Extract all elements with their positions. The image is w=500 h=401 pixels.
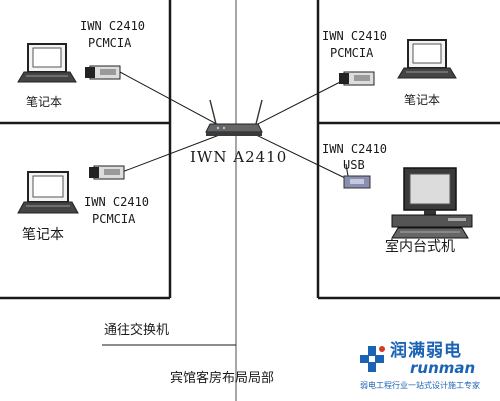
- top-right-model: IWN C2410: [322, 29, 388, 43]
- bottom-left-device-label: 笔记本: [22, 227, 64, 243]
- footer-caption: 宾馆客房布局局部: [170, 371, 275, 386]
- bottom-right-device-label: 室内台式机: [385, 239, 455, 255]
- usb-adapter-icon: [343, 163, 371, 189]
- wireless-links: [119, 71, 349, 179]
- top-left-interface: PCMCIA: [88, 36, 132, 50]
- pcmcia-card-icon-top-left: [85, 65, 121, 80]
- top-right-interface: PCMCIA: [330, 46, 374, 60]
- watermark-brand-en: runman: [410, 359, 476, 377]
- laptop-icon-bottom-left: [17, 171, 79, 214]
- switch-note: 通往交换机: [104, 323, 170, 338]
- top-left-model: IWN C2410: [80, 19, 146, 33]
- top-right-device-label: 笔记本: [404, 93, 441, 107]
- pcmcia-card-icon-bottom-left: [89, 165, 125, 180]
- laptop-icon-top-left: [17, 43, 77, 83]
- runman-logo-icon: [360, 346, 385, 372]
- watermark-brand-cn: 润满弱电: [390, 341, 462, 361]
- laptop-icon-top-right: [397, 39, 457, 79]
- top-left-device-label: 笔记本: [26, 95, 63, 109]
- access-point-icon: [205, 99, 263, 136]
- bottom-left-model: IWN C2410: [84, 195, 150, 209]
- bottom-right-interface: USB: [343, 158, 365, 172]
- access-point-label: IWN A2410: [190, 148, 288, 166]
- bottom-left-interface: PCMCIA: [92, 212, 136, 226]
- watermark-tagline: 弱电工程行业一站式设计施工专家: [360, 381, 480, 390]
- pcmcia-card-icon-top-right: [339, 71, 375, 86]
- desktop-computer-icon: [391, 167, 473, 239]
- room-walls: [0, 0, 500, 300]
- bottom-right-model: IWN C2410: [322, 142, 388, 156]
